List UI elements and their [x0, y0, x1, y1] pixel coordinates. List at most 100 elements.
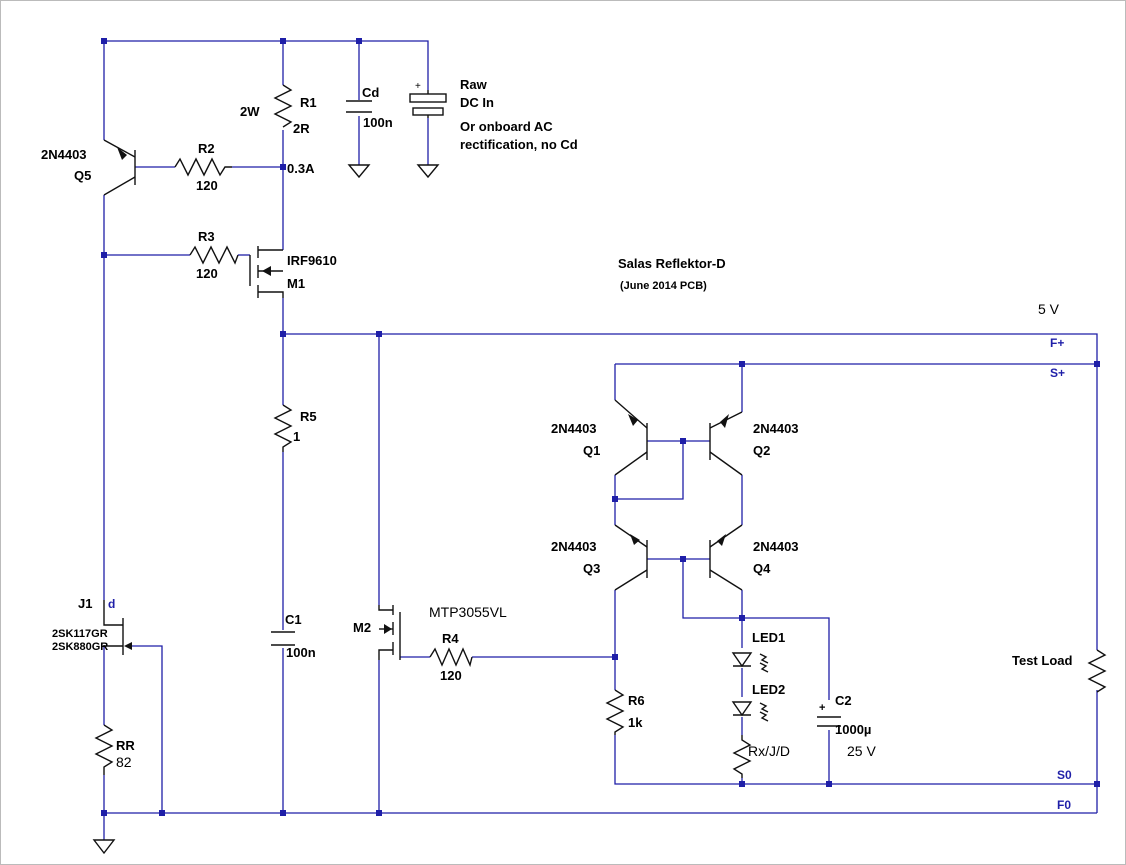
r1-value-label: 2R: [293, 121, 310, 136]
m1-ref-label: M1: [287, 276, 305, 291]
wire-c2-top: [742, 617, 830, 700]
battery-raw-dc-symbol: +: [409, 81, 447, 118]
title-label: Salas Reflektor-D: [618, 256, 726, 271]
j1-part2-label: 2SK880GR: [52, 641, 108, 653]
r3-value-label: 120: [196, 266, 218, 281]
transistor-q5-symbol: [103, 139, 136, 196]
junction: [680, 556, 686, 562]
r5-value-label: 1: [293, 429, 300, 444]
resistor-r3-symbol: [189, 245, 239, 265]
r6-ref-label: R6: [628, 693, 645, 708]
junction: [101, 38, 107, 44]
junction: [739, 361, 745, 367]
led1-label: LED1: [752, 630, 785, 645]
wire-top-rail: [104, 40, 429, 90]
r1-power-label: 2W: [240, 104, 260, 119]
q5-ref-label: Q5: [74, 168, 91, 183]
junctions: [101, 38, 1100, 816]
junction: [101, 810, 107, 816]
transistor-q1-symbol: [614, 399, 648, 476]
r2-value-label: 120: [196, 178, 218, 193]
capacitor-c1-symbol: [271, 631, 295, 646]
cd-ref-label: Cd: [362, 85, 379, 100]
m2-part-label: MTP3055VL: [429, 604, 507, 620]
junction: [376, 810, 382, 816]
junction: [280, 38, 286, 44]
r4-ref-label: R4: [442, 631, 459, 646]
mosfet-m2-symbol: [378, 605, 401, 660]
svg-text:+: +: [415, 81, 421, 92]
r3-ref-label: R3: [198, 229, 215, 244]
wire-q1-diode: [615, 441, 684, 500]
r6-value-label: 1k: [628, 715, 643, 730]
transistor-q4-symbol: [709, 524, 743, 591]
net-f-plus-label: F+: [1050, 336, 1064, 350]
resistor-test-load-symbol: [1087, 649, 1107, 693]
q1-part-label: 2N4403: [551, 421, 597, 436]
junction: [280, 331, 286, 337]
wire-j1-gate: [127, 645, 163, 813]
junction: [101, 252, 107, 258]
resistor-r5-symbol: [273, 404, 293, 452]
capacitor-c2-symbol: +: [817, 702, 841, 727]
q2-ref-label: Q2: [753, 443, 770, 458]
resistor-rx-symbol: [732, 735, 752, 778]
resistor-r6-symbol: [605, 689, 625, 735]
rx-label: Rx/J/D: [748, 743, 790, 759]
junction: [1094, 361, 1100, 367]
junction: [159, 810, 165, 816]
resistor-r4-symbol: [429, 647, 473, 668]
junction: [739, 781, 745, 787]
junction: [826, 781, 832, 787]
subtitle-label: (June 2014 PCB): [620, 280, 707, 292]
q3-ref-label: Q3: [583, 561, 600, 576]
r2-ref-label: R2: [198, 141, 215, 156]
current-note-label: 0.3A: [287, 161, 315, 176]
q5-part-label: 2N4403: [41, 147, 87, 162]
q3-part-label: 2N4403: [551, 539, 597, 554]
m1-part-label: IRF9610: [287, 253, 337, 268]
c2-value-label: 1000µ: [835, 722, 871, 737]
wire-f-plus-rail: [283, 333, 1098, 650]
resistor-r1-symbol: [273, 84, 293, 128]
junction: [612, 496, 618, 502]
c1-value-label: 100n: [286, 645, 316, 660]
ground-cd-symbol: [347, 164, 371, 179]
junction: [739, 615, 745, 621]
q2-part-label: 2N4403: [753, 421, 799, 436]
c2-ref-label: C2: [835, 693, 852, 708]
supply-note-1: Or onboard AC: [460, 119, 553, 134]
led2-symbol: [731, 701, 769, 722]
led1-symbol: [731, 652, 769, 673]
transistor-q2-symbol: [709, 411, 743, 476]
voltage-out-label: 5 V: [1038, 301, 1060, 317]
junction: [680, 438, 686, 444]
m2-ref-label: M2: [353, 620, 371, 635]
resistor-r2-symbol: [174, 157, 232, 177]
j1-part1-label: 2SK117GR: [52, 628, 108, 640]
junction: [1094, 781, 1100, 787]
test-load-label: Test Load: [1012, 653, 1072, 668]
r4-value-label: 120: [440, 668, 462, 683]
net-jfet-drain-label: d: [108, 597, 115, 611]
q4-ref-label: Q4: [753, 561, 771, 576]
raw-label: Raw: [460, 77, 488, 92]
r5-ref-label: R5: [300, 409, 317, 424]
svg-text:+: +: [819, 702, 825, 714]
resistor-rr-symbol: [94, 724, 114, 775]
junction: [612, 654, 618, 660]
junction: [376, 331, 382, 337]
c2-voltage-label: 25 V: [847, 743, 876, 759]
rr-ref-label: RR: [116, 738, 135, 753]
net-s-plus-label: S+: [1050, 366, 1065, 380]
jfet-j1-symbol: [103, 600, 132, 655]
rr-value-label: 82: [116, 754, 132, 770]
junction: [280, 164, 286, 170]
wire-q4-diode: [682, 559, 742, 619]
j1-ref-label: J1: [78, 596, 92, 611]
mosfet-m1-symbol: [249, 246, 284, 298]
junction: [356, 38, 362, 44]
capacitor-cd-symbol: [346, 100, 372, 113]
q4-part-label: 2N4403: [753, 539, 799, 554]
